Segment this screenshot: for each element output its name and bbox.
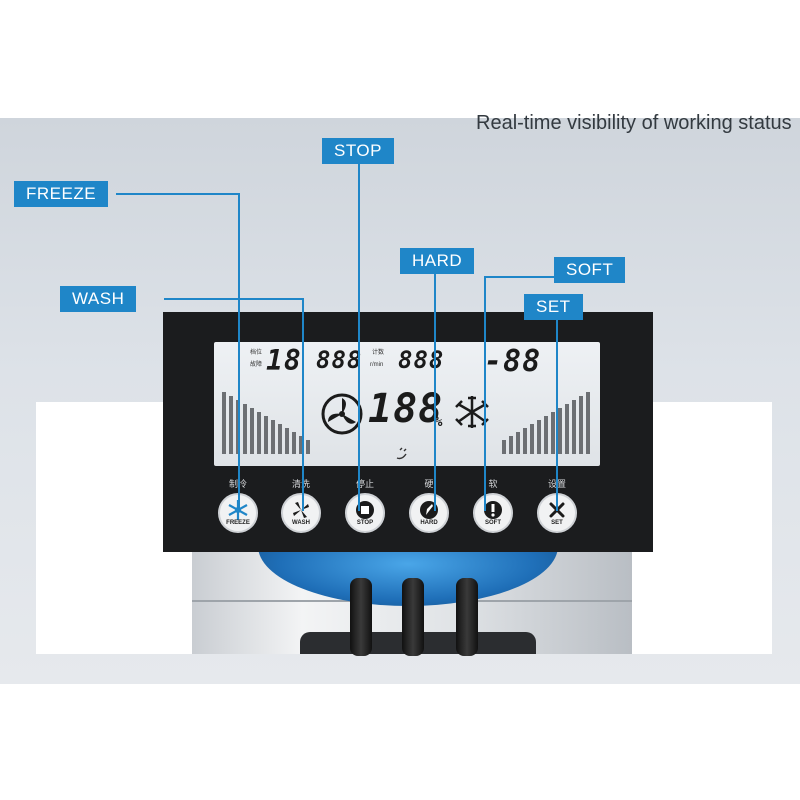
wash-callout: WASH — [60, 286, 137, 312]
hard-label-cn: 硬 — [424, 479, 434, 489]
soft-leader-v — [484, 276, 486, 511]
exclamation-icon — [484, 501, 502, 520]
wash-label-cn: 清洗 — [291, 479, 310, 489]
dispenser-handle-right — [456, 578, 478, 656]
lcd-digit-center: 188 — [368, 386, 444, 432]
stop-label-cn: 停止 — [355, 479, 374, 489]
lcd-digit-rpm: 888 — [398, 346, 445, 374]
freeze-label-cn: 制冷 — [218, 477, 258, 490]
wash-button[interactable]: WASH — [281, 493, 321, 533]
lcd-level-bars-right — [502, 392, 592, 454]
wash-leader-v — [302, 298, 304, 511]
set-callout: SET — [524, 294, 583, 320]
lcd-level-bars-left — [222, 392, 312, 454]
wash-button-label: WASH — [292, 520, 310, 526]
freeze-leader-h — [116, 193, 240, 195]
lcd-display: 档位 故障 18 888 计数 r/min 888 -88 — [214, 342, 600, 466]
pencil-icon — [420, 501, 438, 520]
soft-button-label: SOFT — [485, 520, 501, 526]
lcd-label-count: 计数 — [372, 350, 385, 356]
lcd-label-gear: 档位 — [250, 350, 263, 356]
stop-leader-v — [358, 164, 360, 511]
stop-callout: STOP — [322, 138, 394, 164]
control-panel: 档位 故障 18 888 计数 r/min 888 -88 — [163, 312, 653, 552]
button-row: 制冷 FREEZE 清洗 WASH 停止 STOP 硬 — [163, 477, 653, 547]
dispenser-handle-left — [350, 578, 372, 656]
lcd-percent: % — [434, 414, 444, 430]
wash-leader-h — [164, 298, 304, 300]
fan-icon — [293, 502, 309, 519]
lcd-digit-right: -88 — [484, 344, 542, 379]
freeze-leader-v — [238, 193, 240, 511]
lcd-label-fault: 故障 — [250, 362, 263, 368]
hard-button[interactable]: HARD — [409, 493, 449, 533]
stop-button[interactable]: STOP — [345, 493, 385, 533]
hard-callout: HARD — [400, 248, 475, 274]
soft-callout: SOFT — [554, 257, 626, 283]
lcd-digit-gear: 18 — [266, 344, 302, 377]
soft-label-cn: 软 — [488, 479, 498, 489]
set-button-label: SET — [551, 520, 563, 526]
motor-fan-icon — [321, 393, 363, 435]
stop-square-icon — [356, 501, 374, 520]
lcd-label-rpm: r/min — [370, 362, 384, 368]
water-drop-icon — [396, 447, 407, 460]
headline-text: Real-time visibility of working status — [476, 112, 792, 134]
freeze-callout: FREEZE — [14, 181, 109, 207]
cooling-fan-icon — [455, 396, 489, 428]
hard-button-label: HARD — [420, 520, 438, 526]
soft-button[interactable]: SOFT — [473, 493, 513, 533]
hard-leader-v — [434, 274, 436, 511]
soft-leader-h — [484, 276, 556, 278]
stop-button-label: STOP — [356, 520, 374, 526]
set-leader-v — [556, 320, 558, 511]
lcd-digit-count: 888 — [316, 346, 363, 374]
dispenser-handle-center — [402, 578, 424, 656]
freeze-button-label: FREEZE — [226, 520, 250, 526]
